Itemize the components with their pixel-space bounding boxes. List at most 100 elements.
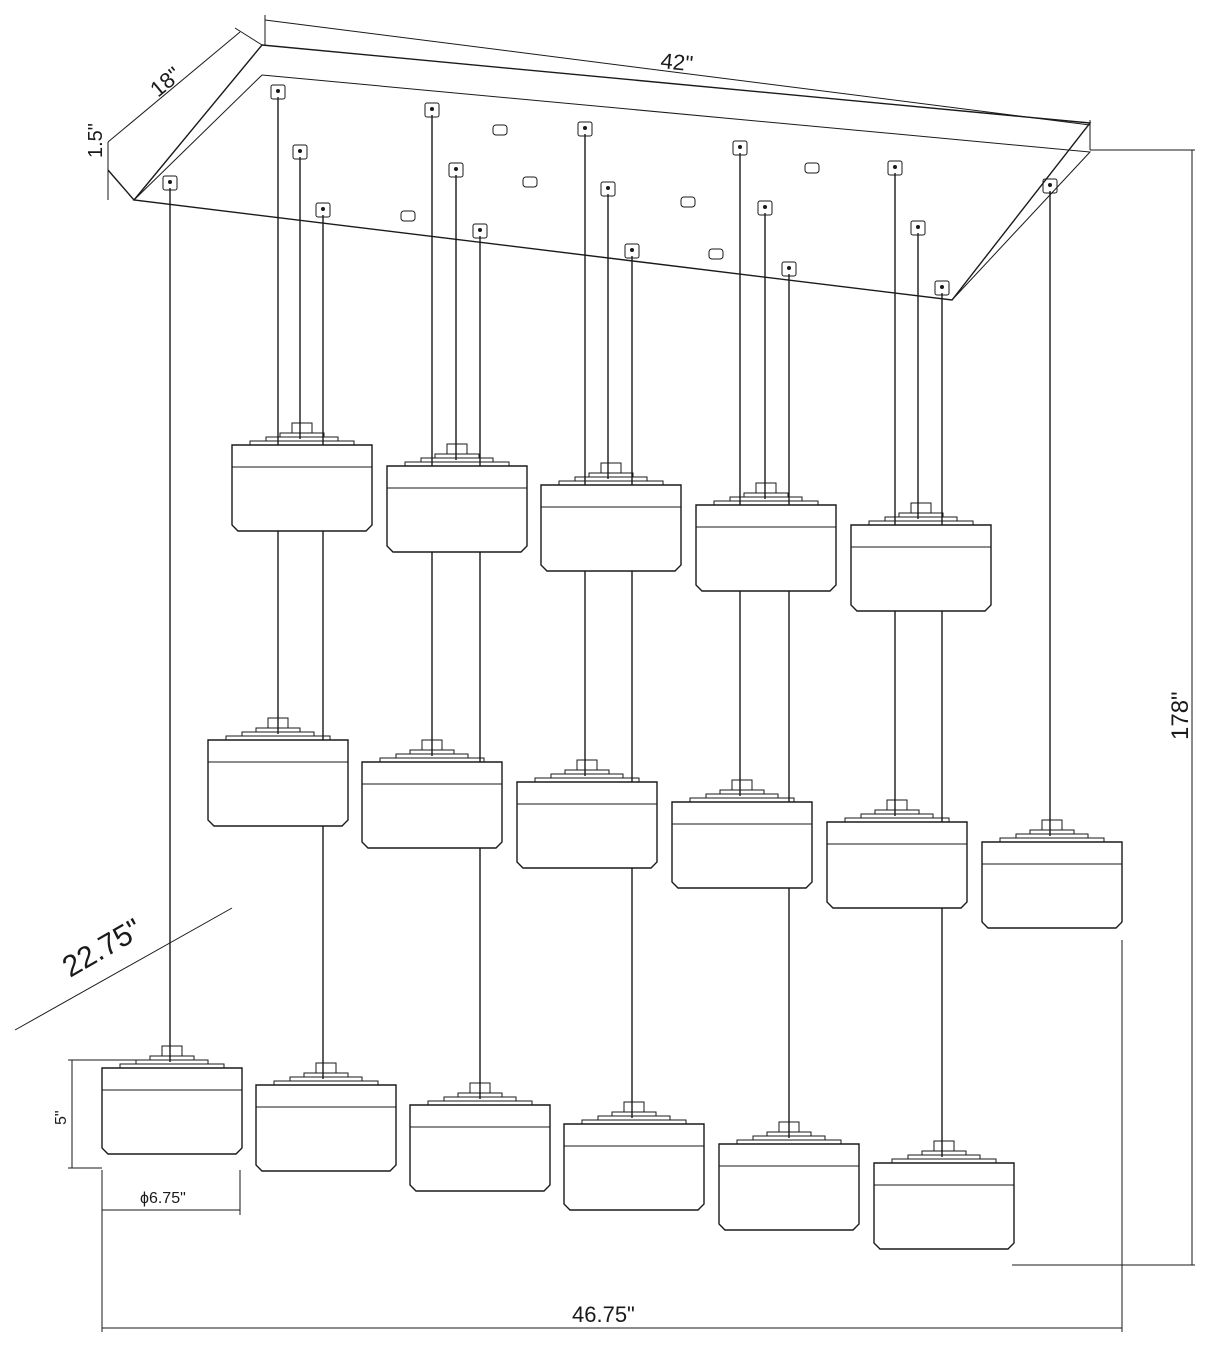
- shade-body: [255, 1084, 397, 1172]
- screw-hole: [738, 145, 742, 149]
- screw-hole: [454, 167, 458, 171]
- overall-height-label: 178": [1167, 691, 1194, 740]
- shade-body: [981, 841, 1123, 929]
- pendant-shade: [826, 799, 968, 909]
- shade-body: [695, 504, 837, 592]
- socket-cap: [910, 502, 932, 514]
- collar-step: [705, 793, 779, 799]
- canopy-mounting-points: [162, 84, 1058, 296]
- shade-diameter-label: ϕ6.75": [140, 1190, 186, 1207]
- collar-step: [907, 1154, 981, 1160]
- screw-hole: [1048, 183, 1052, 187]
- canopy-screw: [781, 261, 797, 277]
- screw-hole: [321, 207, 325, 211]
- collar-step: [611, 1111, 657, 1117]
- canopy-fitting: [680, 196, 696, 208]
- canopy-screw: [315, 202, 331, 218]
- canopy-fitting: [522, 176, 538, 188]
- shade-body: [516, 781, 658, 869]
- collar-step: [265, 436, 339, 442]
- screw-hole: [630, 248, 634, 252]
- collar-step: [921, 1150, 967, 1156]
- overall-depth-label: 22.75": [57, 913, 148, 984]
- collar-step: [743, 492, 789, 498]
- dimension-lines: [14, 15, 1195, 1332]
- collar-step: [1015, 833, 1089, 839]
- pendant-shade: [516, 759, 658, 869]
- screw-hole: [606, 186, 610, 190]
- canopy-fitting: [492, 124, 508, 136]
- shade-height-label: 5": [53, 1110, 70, 1125]
- canopy-screw: [424, 102, 440, 118]
- collar-step: [149, 1055, 195, 1061]
- pendant-shade: [231, 422, 373, 532]
- canopy-screw: [162, 175, 178, 191]
- collar-step: [434, 453, 480, 459]
- collar-step: [1029, 829, 1075, 835]
- pendant-shades: [101, 422, 1123, 1250]
- shade-body: [563, 1123, 705, 1211]
- screw-hole: [787, 266, 791, 270]
- pendant-cables: [169, 97, 1051, 1157]
- shade-body: [826, 821, 968, 909]
- screw-hole: [583, 126, 587, 130]
- socket-cap: [315, 1062, 337, 1074]
- socket-cap: [576, 759, 598, 771]
- socket-cap: [731, 779, 753, 791]
- shade-body: [540, 484, 682, 572]
- screw-hole: [940, 285, 944, 289]
- canopy-screw: [448, 162, 464, 178]
- canopy-screw: [270, 84, 286, 100]
- canopy-fitting: [708, 248, 724, 260]
- pendant-shade: [207, 717, 349, 827]
- canopy-screw: [732, 140, 748, 156]
- collar-step: [588, 472, 634, 478]
- canopy: [107, 44, 1092, 301]
- shade-body: [386, 465, 528, 553]
- shade-body: [207, 739, 349, 827]
- pendant-shade: [540, 462, 682, 572]
- collar-step: [564, 769, 610, 775]
- pendant-shade: [101, 1045, 243, 1155]
- shade-body: [231, 444, 373, 532]
- socket-cap: [623, 1101, 645, 1113]
- pendant-shade: [695, 482, 837, 592]
- shade-body: [850, 524, 992, 612]
- collar-step: [898, 512, 944, 518]
- canopy-screw: [887, 160, 903, 176]
- canopy-screw: [757, 200, 773, 216]
- screw-hole: [916, 225, 920, 229]
- pendant-shade: [671, 779, 813, 889]
- socket-cap: [161, 1045, 183, 1057]
- shade-body: [409, 1104, 551, 1192]
- shade-body: [718, 1143, 860, 1231]
- pendant-shade: [718, 1121, 860, 1231]
- collar-step: [550, 773, 624, 779]
- shade-body: [671, 801, 813, 889]
- canopy-screw: [1042, 178, 1058, 194]
- screw-hole: [276, 89, 280, 93]
- collar-step: [597, 1115, 671, 1121]
- socket-cap: [1041, 819, 1063, 831]
- shade-body: [873, 1162, 1015, 1250]
- collar-step: [279, 432, 325, 438]
- pendant-shade: [255, 1062, 397, 1172]
- pendant-shade: [563, 1101, 705, 1211]
- pendant-shade: [409, 1082, 551, 1192]
- collar-step: [135, 1059, 209, 1065]
- canopy-fitting: [400, 210, 416, 222]
- collar-step: [860, 813, 934, 819]
- collar-step: [303, 1072, 349, 1078]
- collar-step: [574, 476, 648, 482]
- socket-cap: [886, 799, 908, 811]
- socket-cap: [933, 1140, 955, 1152]
- canopy-fitting: [804, 162, 820, 174]
- collar-step: [874, 809, 920, 815]
- canopy-screw: [577, 121, 593, 137]
- canopy-screw: [292, 144, 308, 160]
- screw-hole: [298, 149, 302, 153]
- screw-hole: [478, 228, 482, 232]
- collar-step: [884, 516, 958, 522]
